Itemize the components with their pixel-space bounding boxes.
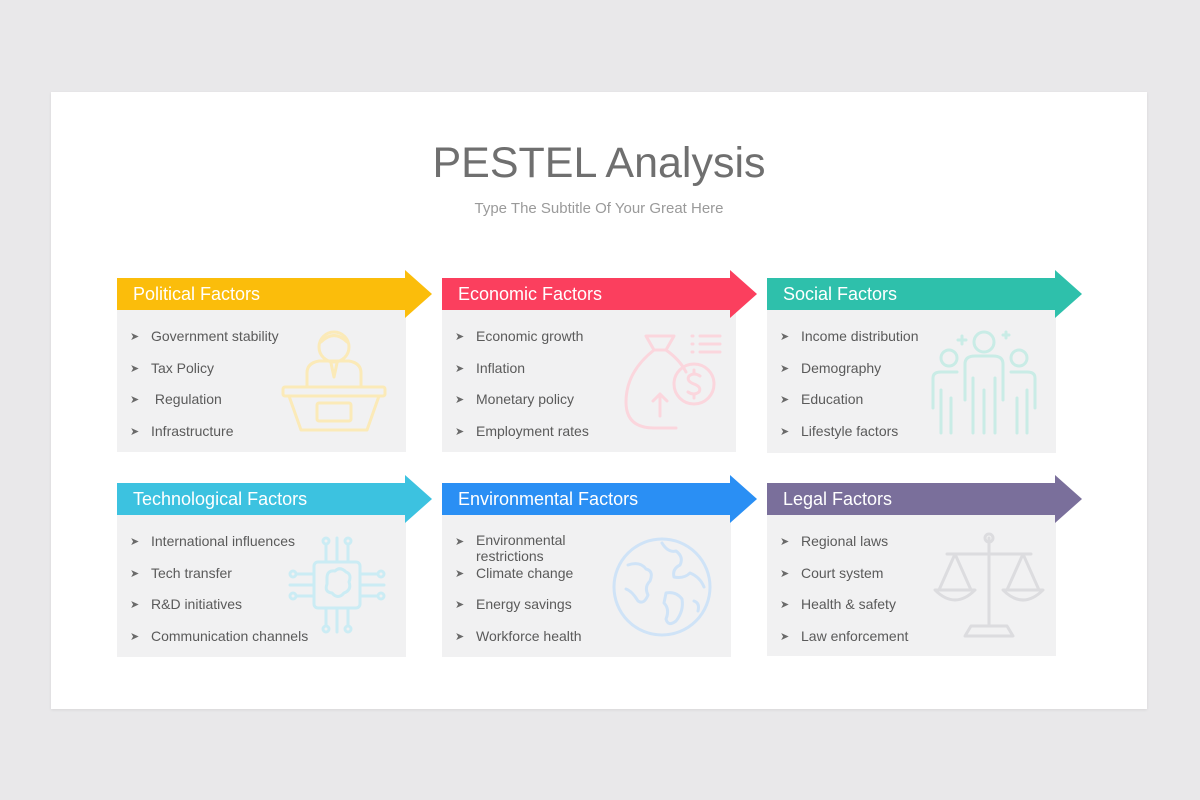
card-title: Economic Factors [458, 284, 603, 304]
politician-podium-icon [281, 330, 387, 432]
list-item: ➤Climate change [455, 564, 574, 581]
card-header-arrow: Social Factors [767, 270, 1082, 318]
list-item: ➤Regional laws [780, 533, 889, 549]
list-item: ➤R&D initiatives [130, 596, 243, 613]
list-item: ➤Employment rates [455, 422, 589, 439]
list-item: ➤ Regulation [130, 391, 222, 408]
arrow-bullet-icon: ➤ [455, 599, 465, 612]
card-body [117, 306, 406, 452]
arrow-bullet-icon: ➤ [780, 331, 790, 343]
arrow-bullet-icon: ➤ [130, 536, 140, 548]
list-item: ➤Health & safety [780, 596, 896, 613]
list-item: ➤Tech transfer [130, 564, 232, 581]
list-item: ➤Education [780, 391, 864, 408]
list-item: ➤Inflation [455, 359, 526, 376]
people-group-icon [931, 330, 1037, 435]
list-item: ➤Government stability [130, 328, 279, 344]
card-title: Social Factors [783, 284, 898, 304]
factor-list: ➤International influences ➤Tech transfer… [130, 532, 308, 658]
arrow-bullet-icon: ➤ [455, 567, 465, 580]
ai-chip-brain-icon [288, 536, 386, 634]
factor-list: ➤Environmental restrictions ➤Climate cha… [455, 532, 596, 658]
arrow-bullet-icon: ➤ [780, 536, 790, 548]
list-item: ➤Environmental restrictions [455, 532, 566, 564]
card-body [767, 306, 1056, 453]
list-item: ➤Economic growth [455, 328, 584, 344]
factor-list: ➤Income distribution ➤Demography ➤Educat… [780, 327, 919, 453]
card-body [442, 511, 731, 657]
list-item: ➤Monetary policy [455, 391, 575, 408]
card-header-arrow: Legal Factors [767, 475, 1082, 523]
arrow-bullet-icon: ➤ [780, 394, 790, 407]
arrow-bullet-icon: ➤ [130, 630, 140, 643]
card-title: Legal Factors [783, 489, 893, 509]
page-title: PESTEL Analysis [432, 139, 766, 187]
card-body [117, 511, 406, 657]
factor-list: ➤Government stability ➤Tax Policy ➤ Regu… [130, 327, 279, 453]
list-item: ➤Tax Policy [130, 359, 215, 376]
list-item: ➤Workforce health [455, 627, 582, 644]
arrow-bullet-icon: ➤ [130, 599, 140, 612]
arrow-bullet-icon: ➤ [455, 362, 465, 375]
arrow-bullet-icon: ➤ [455, 425, 465, 438]
arrow-bullet-icon: ➤ [130, 394, 140, 407]
arrow-bullet-icon: ➤ [455, 394, 465, 407]
arrow-bullet-icon: ➤ [130, 362, 140, 375]
list-item: ➤Communication channels [130, 627, 309, 644]
factor-list: ➤Regional laws ➤Court system ➤Health & s… [780, 532, 908, 658]
card-header-arrow: Political Factors [117, 270, 432, 318]
arrow-bullet-icon: ➤ [780, 567, 790, 580]
arrow-bullet-icon: ➤ [780, 362, 790, 375]
card-title: Political Factors [133, 284, 261, 304]
arrow-bullet-icon: ➤ [780, 425, 790, 438]
list-item: ➤Lifestyle factors [780, 422, 899, 439]
card-title: Environmental Factors [458, 489, 639, 509]
list-item: ➤Law enforcement [780, 627, 909, 644]
arrow-bullet-icon: ➤ [130, 567, 140, 580]
list-item: ➤Infrastructure [130, 422, 234, 439]
page-subtitle: Type The Subtitle Of Your Great Here [474, 200, 724, 217]
card-header-arrow: Technological Factors [117, 475, 432, 523]
globe-icon [612, 537, 712, 637]
arrow-bullet-icon: ➤ [130, 425, 140, 438]
card-title: Technological Factors [133, 489, 308, 509]
arrow-bullet-icon: ➤ [780, 630, 790, 643]
list-item: ➤Demography [780, 359, 882, 376]
money-bag-growth-icon [624, 334, 722, 430]
arrow-bullet-icon: ➤ [130, 331, 140, 343]
arrow-bullet-icon: ➤ [780, 599, 790, 612]
list-item: ➤International influences [130, 533, 295, 549]
list-item: ➤Income distribution [780, 328, 919, 344]
arrow-bullet-icon: ➤ [455, 630, 465, 643]
card-body [767, 511, 1056, 656]
card-header-arrow: Environmental Factors [442, 475, 757, 523]
arrow-bullet-icon: ➤ [455, 536, 465, 548]
card-header-arrow: Economic Factors [442, 270, 757, 318]
scales-of-justice-icon [933, 532, 1045, 638]
list-item: ➤Court system [780, 564, 884, 581]
arrow-bullet-icon: ➤ [455, 331, 465, 343]
list-item: ➤Energy savings [455, 596, 572, 613]
factor-list: ➤Economic growth ➤Inflation ➤Monetary po… [455, 327, 589, 453]
